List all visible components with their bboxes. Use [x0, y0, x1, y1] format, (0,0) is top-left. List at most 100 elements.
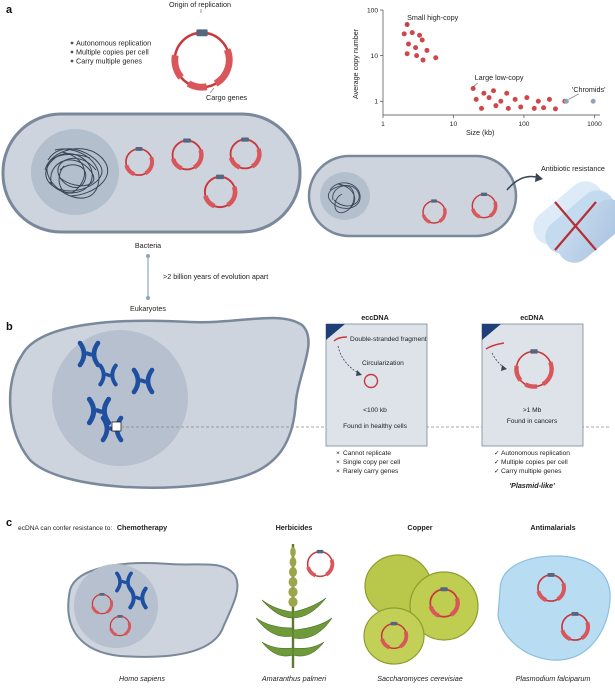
category-label: Antimalarials [530, 523, 575, 532]
eukaryote-cell [8, 316, 610, 489]
antibiotic-capsule: Antibiotic resistance [533, 164, 615, 263]
data-point [590, 98, 596, 104]
bacterium-cell [1, 112, 302, 234]
x-axis-label: Size (kb) [466, 128, 494, 137]
y-tick-label: 100 [367, 7, 378, 14]
small-bacterium [307, 154, 543, 238]
chart-annotation: Small high-copy [407, 13, 459, 22]
yeast-cells [363, 554, 479, 665]
eccdna-circle [363, 373, 379, 389]
plasmid-feature: Carry multiple genes [76, 57, 142, 66]
data-point [417, 32, 423, 38]
data-point [524, 95, 530, 101]
data-point [405, 41, 411, 47]
category-label: Chemotherapy [117, 523, 167, 532]
circularization-label: Circularization [362, 360, 404, 367]
organism-label: Plasmodium falciparum [516, 674, 591, 683]
chart-annotation: Large low-copy [475, 73, 524, 82]
evolution-gap-label: >2 billion years of evolution apart [163, 272, 268, 281]
x-tick-label: 100 [518, 121, 529, 128]
x-tick-label: 1000 [587, 121, 602, 128]
y-tick-label: 10 [371, 53, 379, 60]
eccdna-trait-mark: × [336, 450, 340, 457]
data-point [481, 90, 487, 96]
data-point [498, 98, 504, 104]
ecdna-summary: 'Plasmid-like' [509, 481, 555, 490]
data-point [413, 45, 419, 51]
nucleoid-dna [44, 148, 109, 199]
amaranth-plant [255, 544, 335, 668]
plasmid-feature: Multiple copies per cell [76, 48, 149, 57]
ecdna-title: ecDNA [520, 313, 544, 322]
eccdna-trait-mark: × [336, 468, 340, 475]
data-point [512, 96, 518, 102]
data-point [433, 55, 439, 61]
eccdna-found: Found in healthy cells [343, 423, 407, 430]
eccdna-box: eccDNA Double-stranded fragment Circular… [325, 313, 428, 475]
organism-label: Amaranthus palmeri [261, 674, 327, 683]
eccdna-title: eccDNA [361, 313, 389, 322]
plasmodium-cell [497, 555, 611, 661]
data-point [535, 98, 541, 104]
plasmid-icon [175, 29, 229, 87]
ecdna-trait: Carry multiple genes [501, 468, 562, 475]
panel-label-a: a [6, 4, 13, 16]
ecdna-trait: Multiple copies per cell [501, 459, 568, 466]
organism-label: Saccharomyces cerevisiae [377, 674, 463, 683]
ecdna-box: ecDNA >1 Mb Found in cancers ✓ Autonomou… [481, 313, 584, 490]
data-point [531, 105, 537, 111]
ecdna-trait-mark: ✓ [494, 450, 500, 457]
annotation-leader [472, 82, 478, 88]
data-point [419, 37, 425, 43]
plasmid-diagram: Origin of replication Cargo genes Autono… [70, 0, 248, 102]
ecdna-trait-mark: ✓ [494, 459, 500, 466]
category-label: Herbicides [276, 523, 313, 532]
eccdna-size: <100 kb [363, 407, 387, 414]
data-point [404, 51, 410, 57]
data-point [504, 90, 510, 96]
data-point [541, 105, 547, 111]
data-point [409, 30, 415, 36]
data-point [546, 96, 552, 102]
antibiotic-label: Antibiotic resistance [541, 164, 605, 173]
data-point [420, 57, 426, 63]
origin-label: Origin of replication [169, 0, 231, 9]
data-point [470, 86, 476, 92]
ecdna-trait: Autonomous replication [501, 450, 570, 457]
y-axis-label: Average copy number [351, 28, 360, 99]
panel-label-c: c [6, 517, 12, 529]
cargo-label: Cargo genes [206, 93, 248, 102]
data-point [563, 98, 569, 104]
zoom-box [111, 421, 122, 432]
y-tick-label: 1 [374, 99, 378, 106]
data-point [473, 96, 479, 102]
resistance-intro-text: ecDNA can confer resistance to: [18, 525, 112, 532]
data-point [401, 31, 407, 37]
eccdna-trait: Cannot replicate [343, 450, 391, 457]
data-point [505, 105, 511, 111]
eukaryotes-label: Eukaryotes [130, 304, 166, 313]
chart-annotation: 'Chromids' [572, 85, 606, 94]
x-tick-label: 10 [450, 121, 458, 128]
resistance-intro: ecDNA can confer resistance to: [18, 525, 112, 532]
data-point [518, 104, 524, 110]
organism-label: Homo sapiens [119, 674, 165, 683]
human-cell [67, 562, 239, 658]
data-point [486, 95, 492, 101]
category-label: Copper [407, 523, 432, 532]
data-point [491, 88, 497, 94]
annotation-leader [568, 93, 579, 100]
x-tick-label: 1 [381, 121, 385, 128]
ecdna-size: >1 Mb [523, 407, 542, 414]
data-point [414, 53, 420, 59]
ecdna-found: Found in cancers [507, 418, 558, 425]
eccdna-trait: Single copy per cell [343, 459, 401, 466]
ecdna-trait-mark: ✓ [494, 468, 500, 475]
bacteria-label: Bacteria [135, 241, 161, 250]
evolution-link: Bacteria >2 billion years of evolution a… [130, 241, 268, 313]
panel-label-b: b [6, 321, 13, 333]
eccdna-trait: Rarely carry genes [343, 468, 399, 475]
plasmid-feature: Autonomous replication [76, 39, 151, 48]
